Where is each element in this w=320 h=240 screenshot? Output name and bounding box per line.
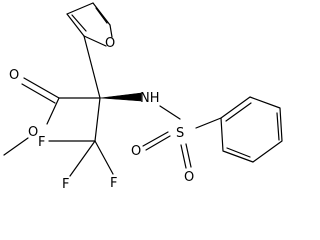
atom-label-ester-oxygen: O <box>28 125 38 140</box>
bond-cf3-to-f-right <box>94 140 114 175</box>
furan-ring <box>66 2 113 47</box>
atom-label-fluorine-right: F <box>110 176 117 191</box>
bond-benzene-double-3 <box>226 147 251 158</box>
bond-s-to-phenyl <box>195 117 222 129</box>
bond-cf3-to-f-bottom <box>69 140 96 177</box>
bond-s-to-o-right-b <box>180 144 187 169</box>
bond-furan-c4-c5 <box>92 2 111 26</box>
bond-furan-to-center <box>83 35 101 99</box>
bond-s-to-o-left-a <box>142 131 169 147</box>
bond-carbonyl-double-a <box>23 77 60 99</box>
atom-label-sulfur: S <box>176 126 184 141</box>
atom-label-fluorine-bottom: F <box>62 177 69 192</box>
bond-benzene-double-2 <box>276 112 280 141</box>
bond-furan-c5-o <box>109 24 113 38</box>
benzene-outline <box>220 96 283 163</box>
atom-label-amine: NH <box>140 91 160 106</box>
bond-furan-c3-c4 <box>66 2 94 15</box>
bond-benzene-double-1 <box>225 102 252 122</box>
bond-furan-double-2 <box>95 7 108 24</box>
atom-label-sulfonyl-oxygen-right: O <box>184 170 194 185</box>
bond-s-to-o-right-a <box>185 143 192 168</box>
bond-s-to-o-left-b <box>145 135 171 151</box>
bond-furan-double-1 <box>71 14 87 32</box>
chemical-structure: O O O NH S O O F F F <box>3 2 283 192</box>
bond-carbonyl-double-b <box>21 83 56 104</box>
atom-label-sulfonyl-oxygen-left: O <box>131 144 141 159</box>
benzene-ring <box>220 96 283 163</box>
bond-furan-c2-c3 <box>66 13 85 37</box>
bond-center-to-cf3 <box>94 97 101 142</box>
atom-label-carbonyl-oxygen: O <box>9 68 19 83</box>
bond-ester-o-to-methyl <box>3 137 29 156</box>
atom-label-furan-oxygen: O <box>105 36 115 51</box>
atom-label-fluorine-left: F <box>38 135 45 150</box>
bond-nh-to-s <box>159 105 181 120</box>
bond-carbonyl-to-ester-o <box>46 97 60 125</box>
wedge-bond-center-to-nh <box>99 92 142 102</box>
bond-furan-o-c2 <box>83 35 107 47</box>
